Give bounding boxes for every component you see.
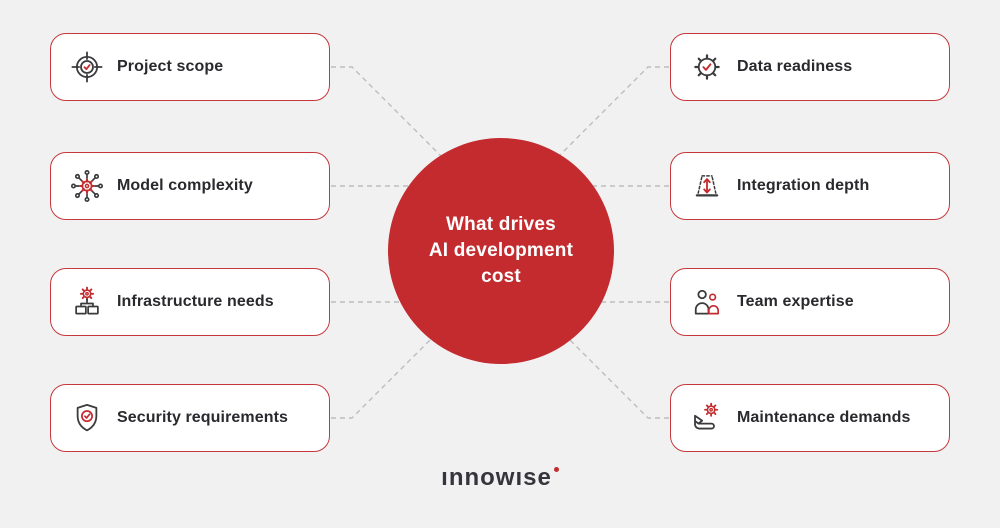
central-title-line: AI development	[428, 240, 574, 261]
factor-label: Team expertise	[737, 293, 854, 310]
factor-label: Project scope	[117, 58, 224, 75]
central-title-line: cost	[481, 266, 521, 287]
connector	[331, 66, 471, 186]
factor-card-data-readiness: Data readiness	[670, 33, 950, 101]
depth-arrow-trapezoid-icon	[695, 175, 719, 197]
factor-label: Infrastructure needs	[117, 293, 274, 310]
factor-label: Security requirements	[117, 409, 289, 426]
gear-check-icon	[694, 54, 720, 80]
gear-servers-icon	[75, 286, 99, 315]
factor-card-infrastructure-needs: Infrastructure needs	[50, 268, 330, 336]
hand-gear-icon	[694, 402, 719, 430]
logo-red-dot	[553, 467, 559, 472]
factor-label: Model complexity	[117, 177, 253, 194]
innowise-logo: ınnowıse	[0, 464, 1000, 492]
connector	[331, 299, 471, 419]
shield-check-icon	[76, 403, 98, 432]
factor-label: Integration depth	[737, 177, 870, 194]
connector	[529, 66, 669, 186]
team-people-icon	[694, 289, 719, 315]
factor-card-security-requirements: Security requirements	[50, 384, 330, 452]
central-title-line: What drives	[446, 214, 556, 235]
factor-label: Data readiness	[737, 58, 853, 75]
neural-network-gear-icon	[70, 169, 104, 203]
factor-label: Maintenance demands	[737, 409, 911, 426]
innowise-logo-text: ınnowıse	[441, 464, 552, 491]
factor-card-maintenance-demands: Maintenance demands	[670, 384, 950, 452]
factor-card-model-complexity: Model complexity	[50, 152, 330, 220]
connector	[529, 299, 669, 419]
target-scope-icon	[71, 51, 103, 83]
central-topic-circle: What drives AI development cost	[388, 138, 614, 364]
factor-card-team-expertise: Team expertise	[670, 268, 950, 336]
factor-card-integration-depth: Integration depth	[670, 152, 950, 220]
factor-card-project-scope: Project scope	[50, 33, 330, 101]
